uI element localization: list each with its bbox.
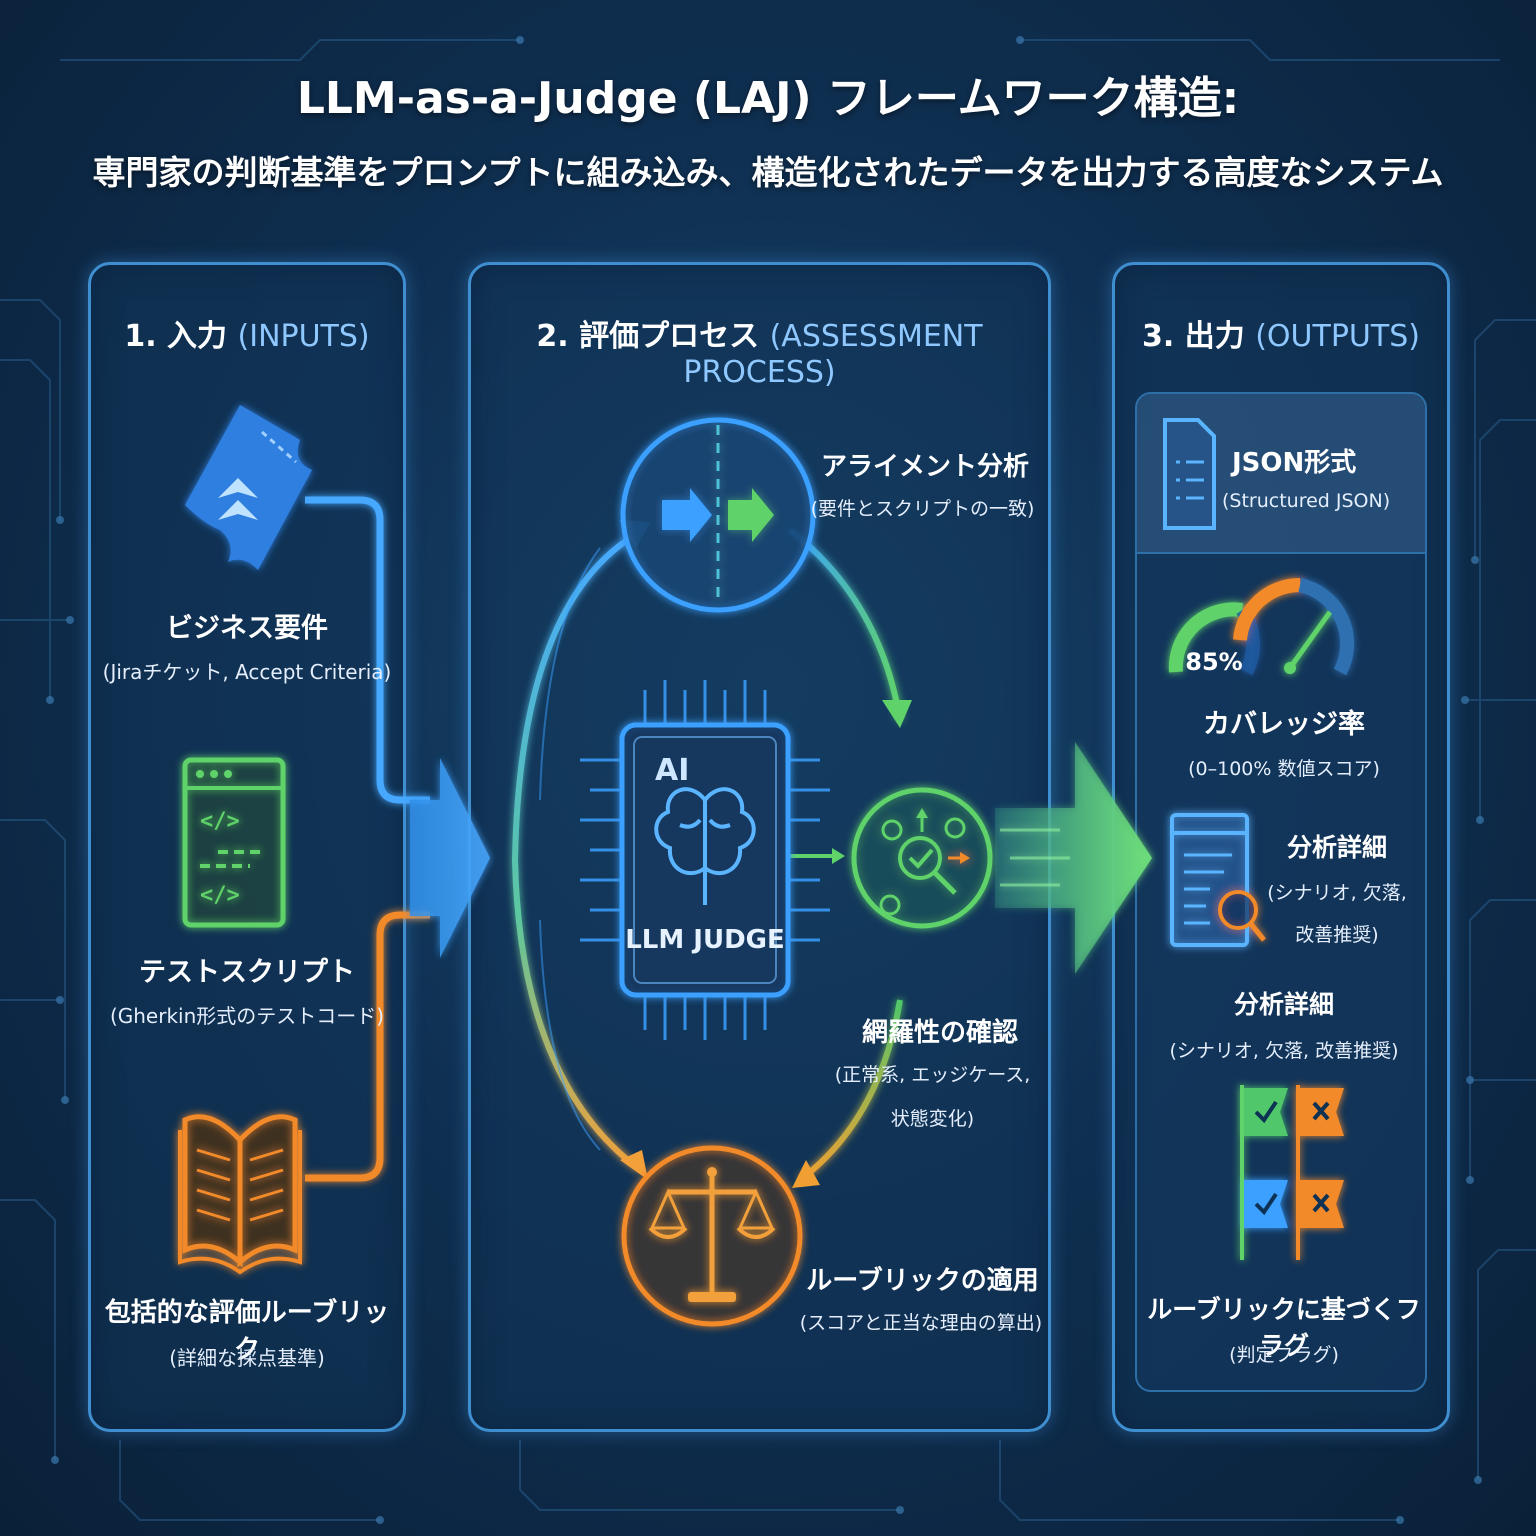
inputs-panel: 1. 入力 (INPUTS)	[88, 262, 406, 1432]
inputs-heading-num: 1. 入力	[124, 319, 228, 354]
page-title: LLM-as-a-Judge (LAJ) フレームワーク構造:	[296, 73, 1240, 124]
rubric-title: 包括的な評価ルーブリック	[104, 1298, 390, 1365]
alignment-sub: (要件とスクリプトの一致)	[810, 498, 1035, 520]
coverage-check-sub-line1: (正常系, エッジケース,	[834, 1064, 1031, 1086]
analysis-detail-1-sub-line2: 改善推奨)	[1295, 924, 1379, 946]
coverage-check-title: 網羅性の確認	[861, 1018, 1018, 1048]
analysis-detail-1-title: 分析詳細	[1286, 833, 1387, 862]
rubric-apply-title: ルーブリックの適用	[806, 1266, 1039, 1296]
coverage-rate-sub: (0–100% 数値スコア)	[1188, 758, 1380, 780]
page-subtitle: 専門家の判断基準をプロンプトに組み込み、構造化されたデータを出力する高度なシステ…	[92, 153, 1444, 192]
inputs-heading: 1. 入力 (INPUTS)	[91, 311, 403, 355]
json-title: JSON形式	[1232, 448, 1357, 478]
coverage-check-sub-line2: 状態変化)	[890, 1108, 975, 1130]
test-script-sub: (Gherkin形式のテストコード)	[109, 1004, 385, 1028]
business-req-title: ビジネス要件	[166, 613, 328, 644]
json-sub: (Structured JSON)	[1222, 490, 1391, 512]
outputs-heading-en: (OUTPUTS)	[1255, 319, 1420, 354]
flags-title: ルーブリックに基づくフラグ	[1147, 1295, 1421, 1360]
analysis-detail-1-sub-line1: (シナリオ, 欠落,	[1267, 882, 1407, 904]
alignment-title: アライメント分析	[820, 452, 1029, 482]
rubric-apply-sub: (スコアと正当な理由の算出)	[799, 1312, 1043, 1334]
outputs-heading-num: 3. 出力	[1142, 319, 1245, 354]
coverage-rate-title: カバレッジ率	[1203, 709, 1365, 740]
analysis-detail-2-sub: (シナリオ, 欠落, 改善推奨)	[1169, 1040, 1399, 1062]
flags-sub: (判定フラグ)	[1229, 1344, 1339, 1366]
business-req-sub: (Jiraチケット, Accept Criteria)	[102, 660, 392, 684]
outputs-heading: 3. 出力 (OUTPUTS)	[1115, 311, 1447, 355]
process-heading-num: 2. 評価プロセス	[536, 319, 760, 354]
process-heading-en: (ASSESSMENT PROCESS)	[683, 319, 983, 390]
analysis-detail-2-title: 分析詳細	[1233, 990, 1334, 1019]
test-script-title: テストスクリプト	[139, 957, 355, 988]
process-panel: 2. 評価プロセス (ASSESSMENT PROCESS)	[468, 262, 1051, 1432]
rubric-sub: (詳細な採点基準)	[169, 1346, 325, 1370]
inputs-heading-en: (INPUTS)	[237, 319, 370, 354]
process-heading: 2. 評価プロセス (ASSESSMENT PROCESS)	[471, 311, 1048, 390]
